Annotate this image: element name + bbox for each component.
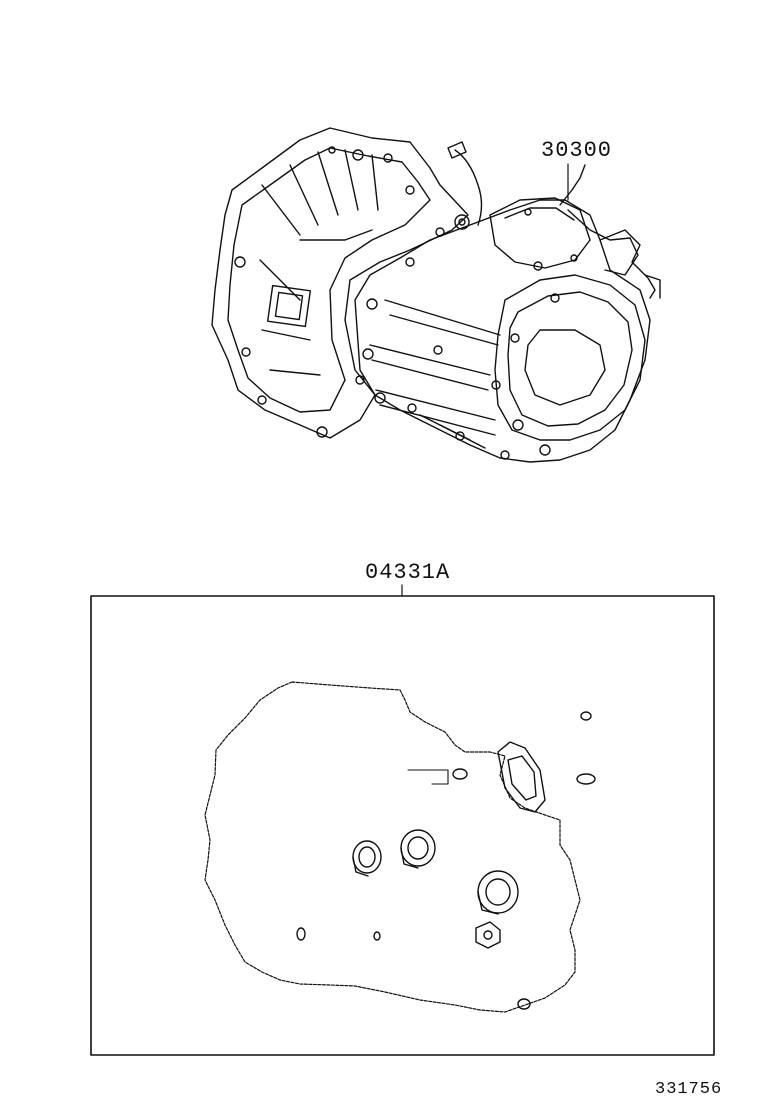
washer-1 [452,768,468,780]
case-gasket [204,681,581,1013]
washer-2 [296,927,306,941]
washer-3 [373,931,381,941]
gasket-kit-frame [90,595,715,1056]
figure-number: 331756 [655,1080,723,1099]
o-ring-2 [580,711,592,721]
oil-seal-2 [400,829,436,869]
part-number-label-gasket-kit: 04331A [365,560,451,585]
oil-seal-1 [352,840,382,877]
oil-seal-3 [477,870,519,915]
drain-plug [475,921,501,949]
part-number-label-transmission: 30300 [541,138,613,163]
o-ring-1 [576,773,596,785]
transmission-assembly [211,127,661,463]
washer-4 [517,998,531,1010]
gasket-kit-parts [204,681,596,1013]
